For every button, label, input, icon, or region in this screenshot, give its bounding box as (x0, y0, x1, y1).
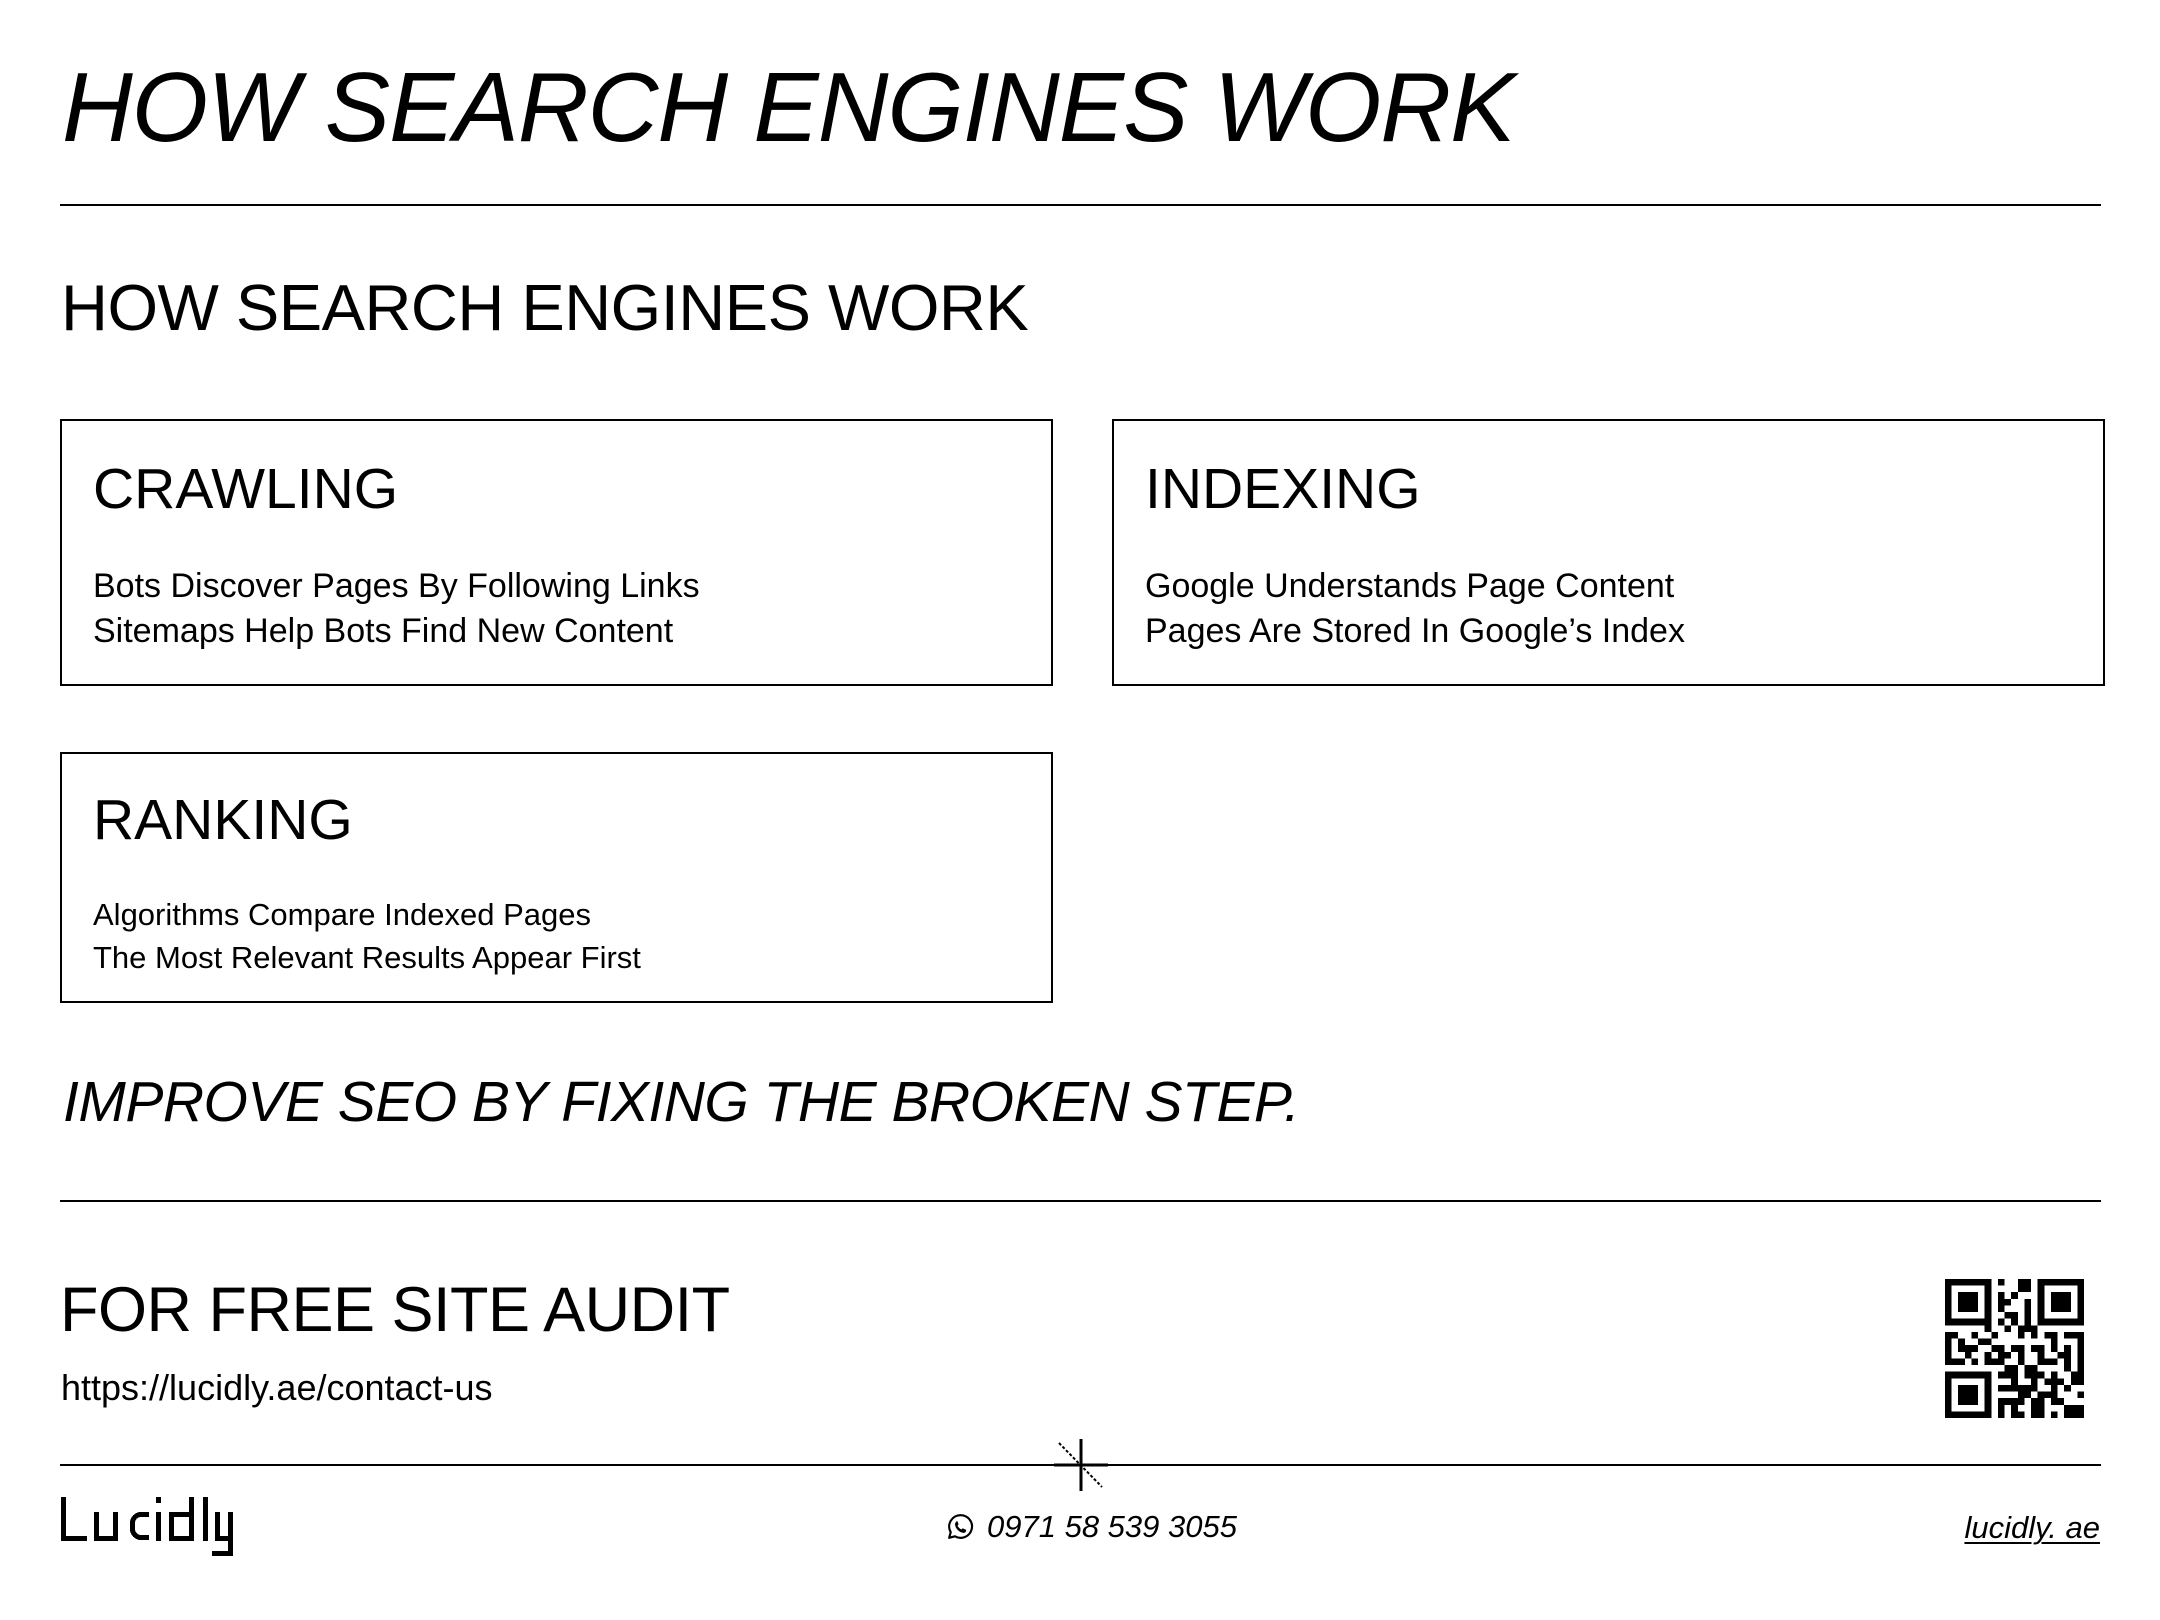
phone-contact[interactable]: 0971 58 539 3055 (946, 1511, 1237, 1542)
website-link[interactable]: lucidly. ae (1964, 1510, 2100, 1545)
top-divider (60, 204, 2101, 206)
middle-divider (60, 1200, 2101, 1202)
card-points: Algorithms Compare Indexed Pages The Mos… (93, 893, 641, 979)
card-point: Bots Discover Pages By Following Links (93, 567, 700, 605)
section-heading: HOW SEARCH ENGINES WORK (61, 271, 1029, 344)
card-point: Sitemaps Help Bots Find New Content (93, 612, 674, 650)
card-indexing: INDEXING Google Understands Page Content… (1112, 419, 2105, 686)
card-crawling: CRAWLING Bots Discover Pages By Followin… (60, 419, 1053, 686)
tagline: IMPROVE SEO BY FIXING THE BROKEN STEP. (63, 1070, 1300, 1134)
page-title: HOW SEARCH ENGINES WORK (62, 52, 1516, 162)
card-title: CRAWLING (93, 457, 399, 521)
card-points: Google Understands Page Content Pages Ar… (1145, 564, 1685, 654)
lucidly-logo[interactable]: Lucidly (59, 1494, 235, 1558)
card-title: RANKING (93, 788, 353, 852)
phone-number[interactable]: 0971 58 539 3055 (987, 1509, 1237, 1544)
card-point: Algorithms Compare Indexed Pages (93, 897, 591, 932)
whatsapp-icon (948, 1514, 974, 1539)
cta-heading: FOR FREE SITE AUDIT (60, 1275, 730, 1345)
crosshair-star-icon (1054, 1439, 1108, 1491)
contact-url-link[interactable]: https://lucidly.ae/contact-us (61, 1367, 493, 1408)
card-points: Bots Discover Pages By Following Links S… (93, 564, 700, 654)
card-point: Pages Are Stored In Google’s Index (1145, 612, 1685, 650)
card-point: The Most Relevant Results Appear First (93, 940, 641, 975)
qr-code-icon[interactable] (1945, 1279, 2084, 1418)
card-point: Google Understands Page Content (1145, 567, 1675, 605)
card-title: INDEXING (1145, 457, 1421, 521)
card-ranking: RANKING Algorithms Compare Indexed Pages… (60, 752, 1053, 1003)
